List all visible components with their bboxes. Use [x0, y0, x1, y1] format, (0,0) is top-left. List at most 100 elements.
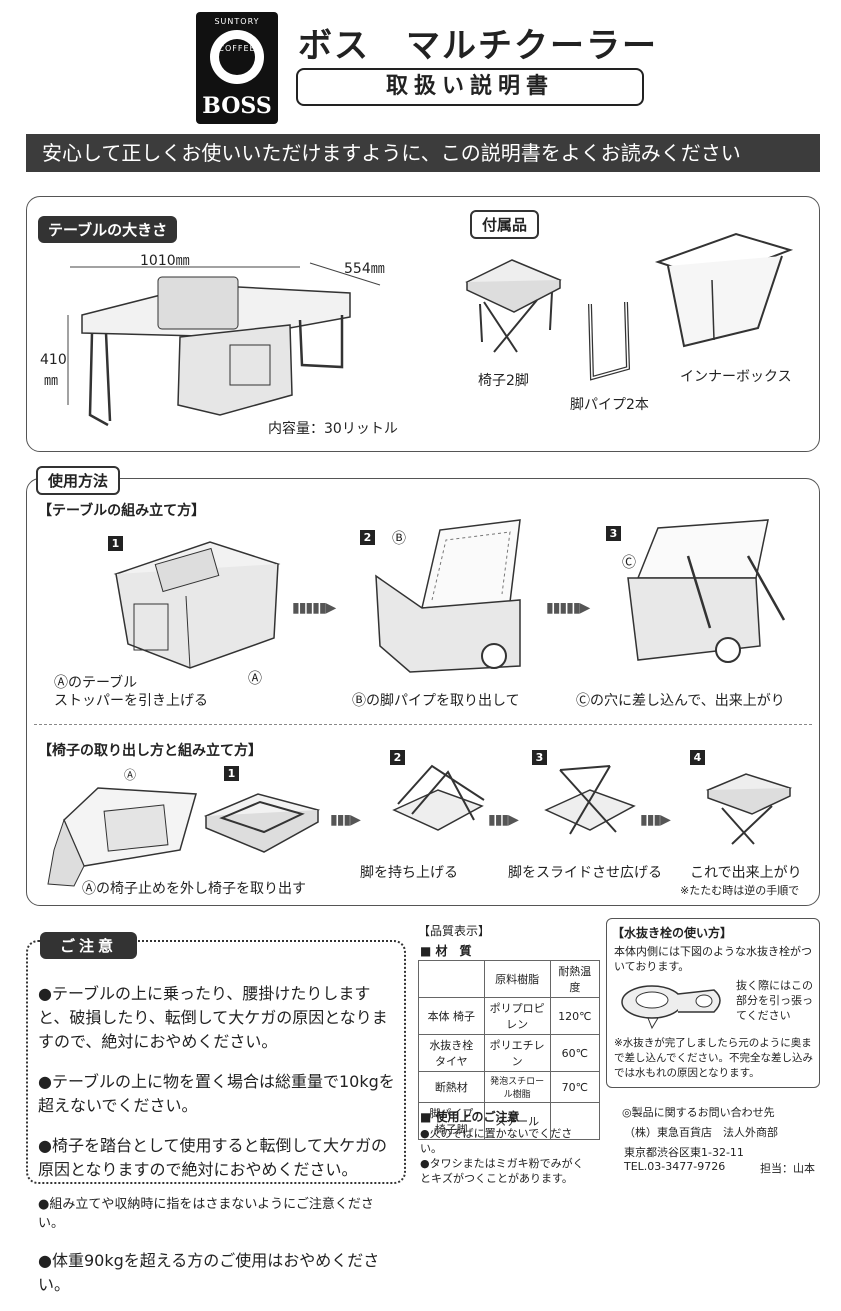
contact-address: 東京都渋谷区東1-32-11 [624, 1146, 744, 1159]
material-table: 原料樹脂 耐熱温度 本体 椅子 ポリプロピレン 120℃ 水抜き栓 タイヤ ポリ… [418, 960, 601, 1140]
drain-heading: 【水抜き栓の使い方】 [612, 926, 733, 940]
table-cell: 断熱材 [418, 1071, 485, 1103]
chair-step3-illustration [544, 765, 636, 835]
drain-note: ※水抜きが完了しましたら元のように奥まで差し込んでください。不完全な差し込みでは… [614, 1037, 813, 1079]
step-number: 3 [606, 526, 621, 541]
logo-top-text: SUNTORY [214, 17, 260, 26]
table-cell: ポリプロピレン [483, 997, 551, 1035]
chair-step4-text: これで出来上がり [690, 865, 802, 881]
contact-staff: 担当：山本 [760, 1162, 815, 1175]
caution-heading: ご注意 [40, 932, 138, 959]
intro-banner: 安心して正しくお使いいただけますように、この説明書をよくお読みください [26, 134, 820, 172]
col-header: 原料樹脂 [483, 960, 551, 998]
drain-tip: 抜く際にはこの部分を引っ張ってください [736, 979, 813, 1022]
arrow-right-icon: ▮▮▮▶ [330, 812, 361, 828]
arrow-right-icon: ▮▮▮▮▮▶ [546, 600, 590, 616]
accessories-heading: 付属品 [470, 210, 540, 239]
usage-panel [26, 478, 820, 906]
logo-middle-text: COFFEE [218, 44, 256, 53]
usage-note-item: ●火のそばに置かないでください。 [420, 1127, 573, 1155]
step2-marker: Ⓑ [392, 531, 406, 547]
chair-step2-illustration [392, 764, 485, 831]
step3-illustration [627, 519, 786, 663]
page-subtitle: 取扱い説明書 [296, 68, 644, 106]
quality-heading: 【品質表示】 [418, 924, 491, 938]
contact-tel: TEL.03-3477-9726 [624, 1160, 726, 1173]
table-cell: スチール [483, 1102, 551, 1140]
table-cell: 120℃ [549, 997, 601, 1035]
contact-heading: ◎製品に関するお問い合わせ先 [622, 1106, 775, 1119]
contact-company: （株）東急百貨店 法人外商部 [624, 1126, 778, 1139]
logo-face-icon [210, 30, 264, 84]
usage-heading: 使用方法 [36, 466, 121, 495]
step-number: 2 [390, 750, 405, 765]
chair-intro-text: Ⓐの椅子止めを外し椅子を取り出す [82, 881, 306, 897]
fold-note: ※たたむ時は逆の手順で [680, 884, 800, 897]
chair-removal-illustration [47, 787, 197, 887]
caution-item: ●テーブルの上に乗ったり、腰掛けたりしますと、破損したり、転倒して大ケガの原因と… [38, 984, 388, 1051]
table-illustration [67, 262, 381, 427]
chair-label: 椅子2脚 [478, 373, 529, 389]
step3-marker: Ⓒ [622, 555, 636, 571]
step-number: 4 [690, 750, 705, 765]
caution-box [26, 940, 406, 1184]
usage-notes: ●火のそばに置かないでください。 ●タワシまたはミガキ粉でみがくとキズがつくこと… [420, 1126, 592, 1186]
innerbox-illustration [654, 232, 794, 348]
pipes-label: 脚パイプ2本 [570, 397, 649, 413]
chair-marker: Ⓐ [124, 768, 137, 782]
step1-text-line1: Ⓐのテーブル [54, 675, 138, 691]
capacity-label: 内容量：30リットル [268, 421, 398, 437]
chair-illustration [465, 259, 562, 353]
chair-step1-illustration [203, 793, 321, 853]
drain-desc: 本体内側には下図のような水抜き栓がついております。 [614, 945, 812, 973]
usage-notes-heading: ■ 使用上のご注意 [420, 1110, 520, 1124]
pipe-illustration [588, 301, 631, 381]
step-number: 2 [360, 530, 375, 545]
table-cell: 本体 椅子 [418, 997, 485, 1035]
table-cell: ポリエチレン [483, 1034, 551, 1072]
drain-plug-illustration [621, 985, 721, 1030]
arrow-right-icon: ▮▮▮▶ [640, 812, 671, 828]
step-number: 3 [532, 750, 547, 765]
caution-item: ●組み立てや収納時に指をはさまないようにご注意ください。 [38, 1197, 374, 1231]
table-cell [549, 1102, 601, 1140]
chair-step2-text: 脚を持ち上げる [360, 865, 458, 881]
table-depth-label: 554㎜ [344, 261, 385, 277]
col-header: 耐熱温度 [549, 960, 601, 998]
chair-step4-illustration [705, 773, 793, 845]
table-width-label: 1010㎜ [140, 253, 190, 269]
step3-text: Ⓒの穴に差し込んで、出来上がり [576, 693, 785, 709]
step1-marker: Ⓐ [248, 671, 262, 687]
step2-text: Ⓑの脚パイプを取り出して [352, 693, 520, 709]
material-heading: ■ 材 質 [420, 944, 472, 958]
step1-text-line2: ストッパーを引き上げる [54, 693, 208, 709]
chair-step3-text: 脚をスライドさせ広げる [508, 865, 662, 881]
table-assembly-heading: 【テーブルの組み立て方】 [38, 503, 206, 519]
table-cell: 70℃ [549, 1071, 601, 1103]
drain-box [606, 918, 820, 1088]
table-cell: 60℃ [549, 1034, 601, 1072]
table-cell: 発泡スチロール樹脂 [483, 1071, 551, 1103]
arrow-right-icon: ▮▮▮▶ [488, 812, 519, 828]
caution-list: ●テーブルの上に乗ったり、腰掛けたりしますと、破損したり、転倒して大ケガの原因と… [38, 964, 398, 1311]
table-cell: 水抜き栓 タイヤ [418, 1034, 485, 1072]
step2-illustration [375, 519, 521, 673]
step-number: 1 [108, 536, 123, 551]
arrow-right-icon: ▮▮▮▮▮▶ [292, 600, 336, 616]
logo-bottom-text: BOSS [202, 93, 272, 119]
chair-assembly-heading: 【椅子の取り出し方と組み立て方】 [38, 743, 262, 759]
table-height-value: 410 [40, 352, 67, 368]
innerbox-label: インナーボックス [680, 369, 792, 385]
page-title: ボス マルチクーラー [298, 26, 658, 66]
caution-item: ●椅子を踏台として使用すると転倒して大ケガの原因となりますので絶対におやめくださ… [38, 1136, 388, 1179]
size-accessory-panel [26, 196, 820, 452]
table-size-heading: テーブルの大きさ [38, 216, 178, 243]
section-divider [34, 724, 812, 725]
caution-item: ●体重90kgを超える方のご使用はおやめください。 [38, 1251, 380, 1294]
table-height-unit: ㎜ [44, 373, 58, 389]
usage-note-item: ●タワシまたはミガキ粉でみがくとキズがつくことがあります。 [420, 1157, 584, 1185]
boss-logo: SUNTORY COFFEE BOSS [196, 12, 278, 124]
caution-item: ●テーブルの上に物を置く場合は総重量で10kgを超えないでください。 [38, 1072, 395, 1115]
step1-illustration [113, 541, 281, 669]
step-number: 1 [224, 766, 239, 781]
